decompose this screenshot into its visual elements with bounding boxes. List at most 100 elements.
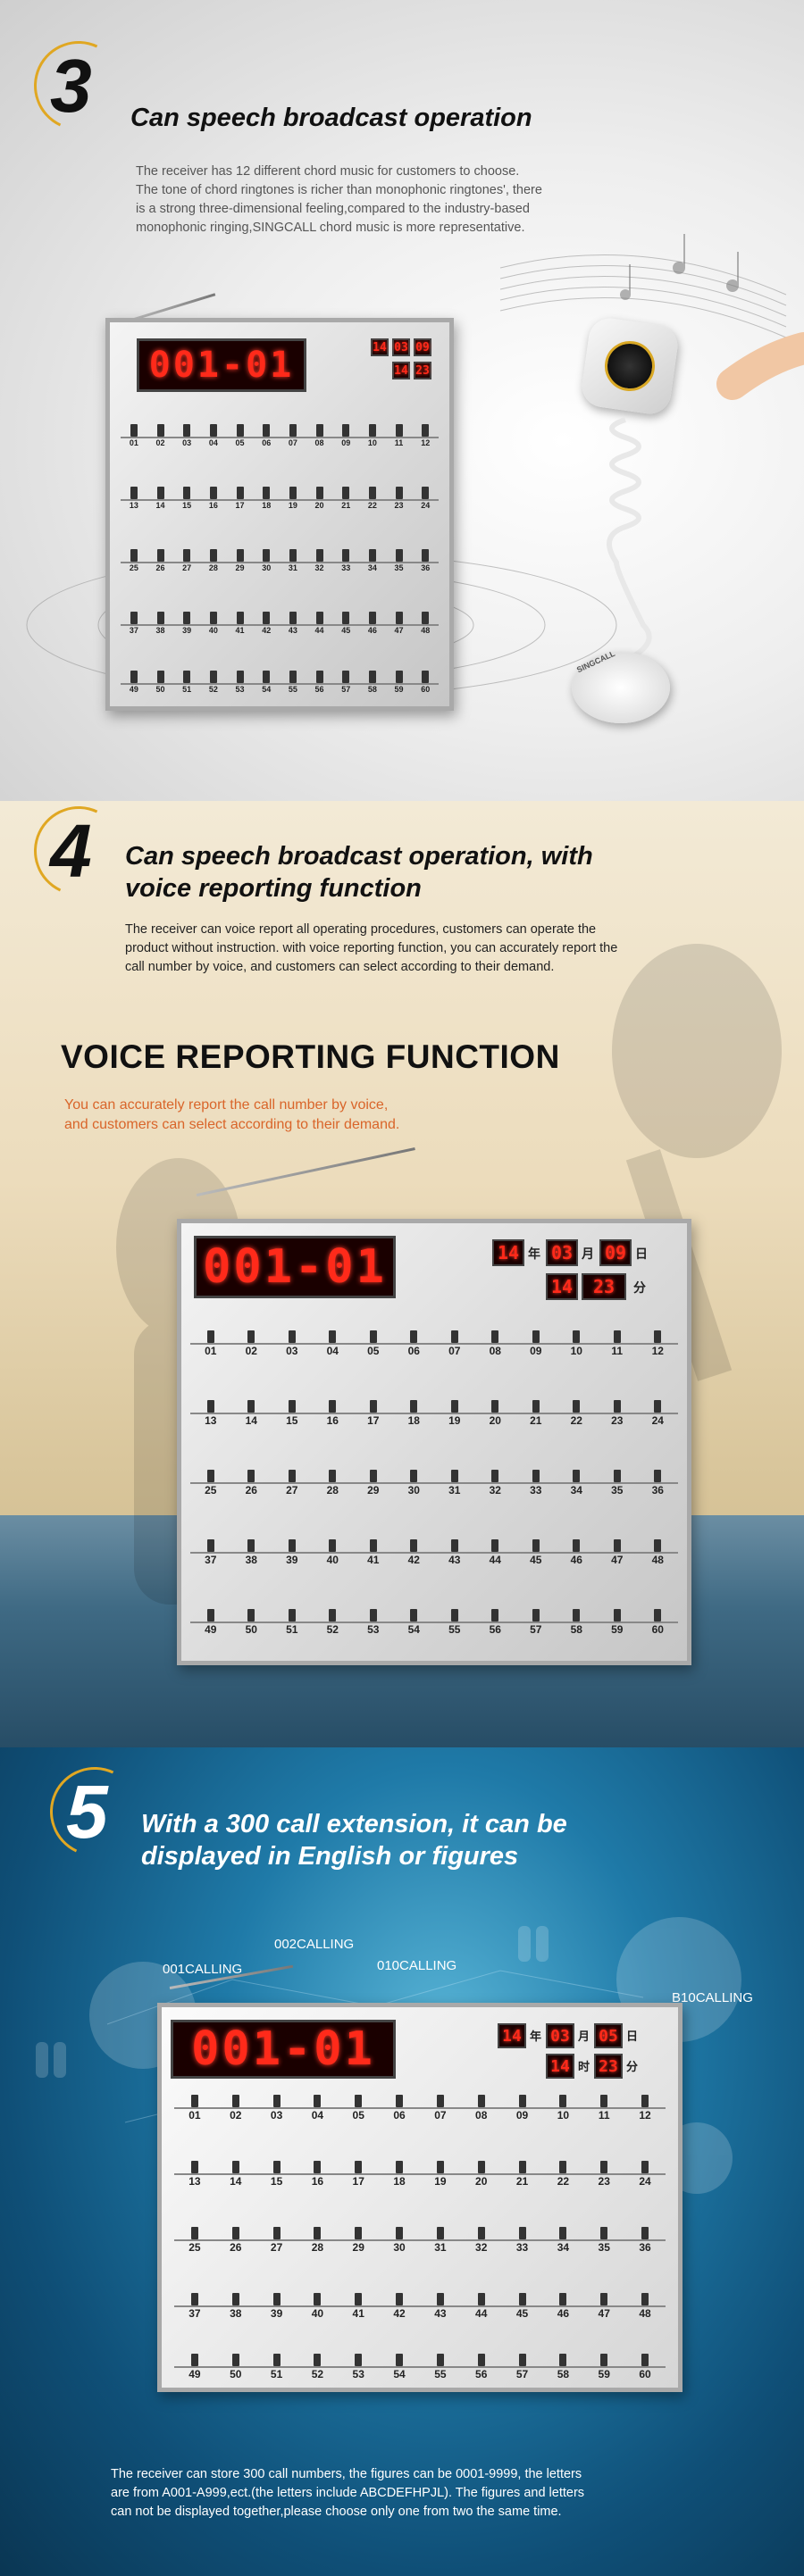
day-unit: 日 — [635, 1246, 648, 1261]
slot: 50 — [215, 2354, 256, 2380]
slot: 54 — [253, 671, 280, 694]
slot: 41 — [353, 1539, 394, 1566]
slot: 06 — [394, 1330, 435, 1357]
slot: 40 — [200, 612, 227, 635]
slot: 33 — [332, 549, 359, 572]
slot: 13 — [190, 1400, 231, 1427]
slot: 46 — [542, 2293, 583, 2320]
slot: 39 — [256, 2293, 297, 2320]
paragraph-line: call number by voice, and customers can … — [125, 960, 555, 974]
slot: 05 — [338, 2095, 379, 2122]
slot: 16 — [297, 2161, 338, 2188]
slot: 32 — [475, 1470, 516, 1496]
slot: 29 — [338, 2227, 379, 2254]
slot: 60 — [624, 2354, 666, 2380]
slot: 41 — [227, 612, 254, 635]
heading-line: Can speech broadcast operation, with — [125, 842, 593, 871]
slot: 40 — [313, 1539, 354, 1566]
minute-unit: 分 — [626, 2060, 639, 2073]
badge-number: 5 — [66, 1770, 108, 1854]
slot: 58 — [359, 671, 386, 694]
slot: 22 — [359, 487, 386, 510]
slot: 52 — [297, 2354, 338, 2380]
slot: 19 — [434, 1400, 475, 1427]
slot: 07 — [280, 424, 306, 447]
slot: 30 — [253, 549, 280, 572]
slot: 22 — [557, 1400, 598, 1427]
slot: 27 — [272, 1470, 313, 1496]
slot: 19 — [420, 2161, 461, 2188]
slot: 21 — [502, 2161, 543, 2188]
slot: 18 — [379, 2161, 420, 2188]
section-3-paragraph: The receiver has 12 different chord musi… — [136, 163, 708, 238]
slot: 01 — [121, 424, 147, 447]
slot: 31 — [434, 1470, 475, 1496]
subtitle-line: and customers can select according to th… — [64, 1117, 400, 1132]
heading-line: voice reporting function — [125, 874, 422, 903]
slot: 07 — [420, 2095, 461, 2122]
slot: 38 — [215, 2293, 256, 2320]
slot: 29 — [227, 549, 254, 572]
slot: 09 — [515, 1330, 557, 1357]
slot: 08 — [475, 1330, 516, 1357]
slot: 27 — [173, 549, 200, 572]
slot: 26 — [147, 549, 174, 572]
slot: 57 — [502, 2354, 543, 2380]
minute-display: 23 — [414, 362, 431, 379]
slot: 58 — [542, 2354, 583, 2380]
slot: 14 — [231, 1400, 272, 1427]
month-unit: 月 — [582, 1246, 594, 1261]
slot: 02 — [231, 1330, 272, 1357]
slot: 14 — [215, 2161, 256, 2188]
slot: 60 — [638, 1609, 679, 1636]
slot: 11 — [597, 1330, 638, 1357]
slot: 32 — [306, 549, 333, 572]
slot: 24 — [638, 1400, 679, 1427]
heading-line: With a 300 call extension, it can be — [141, 1810, 567, 1838]
slot: 40 — [297, 2293, 338, 2320]
slot: 18 — [394, 1400, 435, 1427]
slot: 47 — [597, 1539, 638, 1566]
slot: 03 — [272, 1330, 313, 1357]
slot: 55 — [280, 671, 306, 694]
slot: 57 — [515, 1609, 557, 1636]
slot: 47 — [583, 2293, 624, 2320]
voice-reporting-title: VOICE REPORTING FUNCTION — [61, 1038, 560, 1075]
slot: 07 — [434, 1330, 475, 1357]
slot: 13 — [121, 487, 147, 510]
call-label: 010CALLING — [377, 1958, 457, 1973]
slot: 14 — [147, 487, 174, 510]
slot: 34 — [542, 2227, 583, 2254]
minute-display: 23 — [594, 2054, 623, 2079]
slot: 04 — [313, 1330, 354, 1357]
slot: 37 — [121, 612, 147, 635]
slot: 29 — [353, 1470, 394, 1496]
slot: 17 — [353, 1400, 394, 1427]
badge-number: 4 — [50, 809, 92, 893]
slot: 45 — [332, 612, 359, 635]
section-3-heading: Can speech broadcast operation — [130, 104, 532, 132]
slot: 04 — [200, 424, 227, 447]
slot: 26 — [215, 2227, 256, 2254]
slot: 30 — [379, 2227, 420, 2254]
paragraph-line: The receiver can store 300 call numbers,… — [111, 2467, 582, 2481]
slot: 16 — [313, 1400, 354, 1427]
slot: 36 — [624, 2227, 666, 2254]
slot: 35 — [597, 1470, 638, 1496]
slot: 56 — [306, 671, 333, 694]
day-display: 09 — [599, 1239, 632, 1266]
slot: 26 — [231, 1470, 272, 1496]
slot: 12 — [638, 1330, 679, 1357]
slot: 58 — [557, 1609, 598, 1636]
slot: 27 — [256, 2227, 297, 2254]
day-display: 05 — [594, 2023, 623, 2048]
hour-display: 14 — [546, 2054, 574, 2079]
